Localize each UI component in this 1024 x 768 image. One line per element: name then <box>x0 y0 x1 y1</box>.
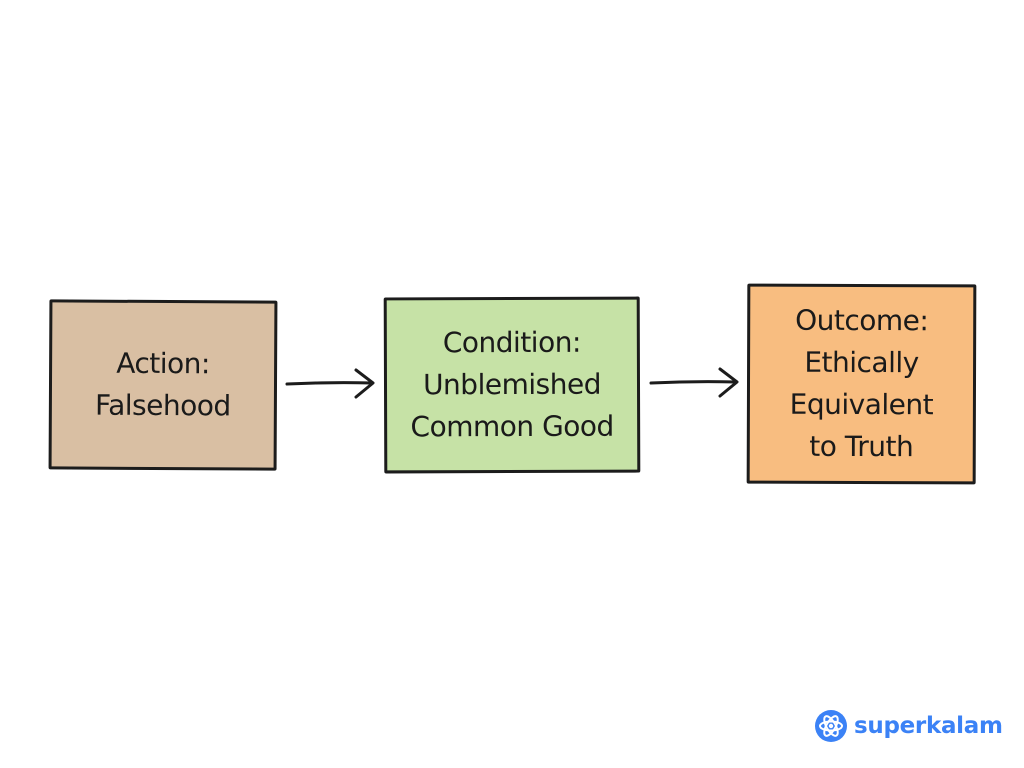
action-node-label: Action: Falsehood <box>95 346 231 423</box>
condition-node-label: Condition: Unblemished Common Good <box>410 325 614 444</box>
condition-node: Condition: Unblemished Common Good <box>383 296 641 474</box>
brand-name: superkalam <box>854 713 1003 739</box>
outcome-node: Outcome: Ethically Equivalent to Truth <box>746 283 977 485</box>
arrow-action-to-condition <box>285 368 375 399</box>
action-node: Action: Falsehood <box>48 299 278 471</box>
atom-logo-icon <box>815 710 847 742</box>
outcome-node-label: Outcome: Ethically Equivalent to Truth <box>789 303 934 464</box>
brand-logo: superkalam <box>814 709 1003 743</box>
arrow-condition-to-outcome <box>649 367 739 398</box>
